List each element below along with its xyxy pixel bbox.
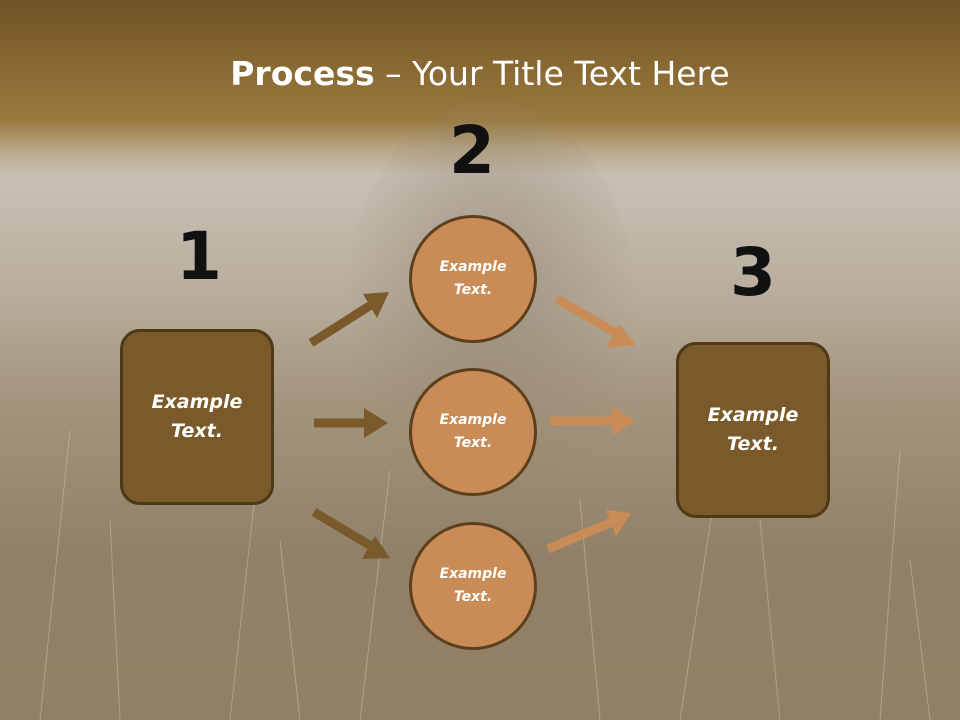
step-2-circle-3[interactable]: Example Text. xyxy=(409,522,537,650)
circle-2-text: Example Text. xyxy=(439,412,507,451)
arrow-1-to-2a xyxy=(308,292,389,347)
step-1-box[interactable]: Example Text. xyxy=(120,329,274,505)
slide-title: Process – Your Title Text Here xyxy=(0,52,960,96)
step-2-circle-2[interactable]: Example Text. xyxy=(409,368,537,496)
step-2-circle-1[interactable]: Example Text. xyxy=(409,215,537,343)
circle-1-text: Example Text. xyxy=(439,259,507,298)
arrow-2a-to-3 xyxy=(554,295,636,348)
arrow-1-to-2c xyxy=(311,508,390,559)
step-3-text: Example Text. xyxy=(707,404,799,455)
step-3-box[interactable]: Example Text. xyxy=(676,342,830,518)
circle-3-text: Example Text. xyxy=(439,566,507,605)
arrow-2c-to-3 xyxy=(546,510,631,554)
arrow-2b-to-3 xyxy=(550,406,636,436)
step-number-3: 3 xyxy=(730,234,776,311)
step-number-1: 1 xyxy=(176,218,222,295)
step-1-text: Example Text. xyxy=(151,391,243,442)
title-bold: Process xyxy=(230,54,375,93)
arrow-1-to-2b xyxy=(314,408,388,438)
step-number-2: 2 xyxy=(449,112,495,189)
title-rest: – Your Title Text Here xyxy=(374,54,730,93)
